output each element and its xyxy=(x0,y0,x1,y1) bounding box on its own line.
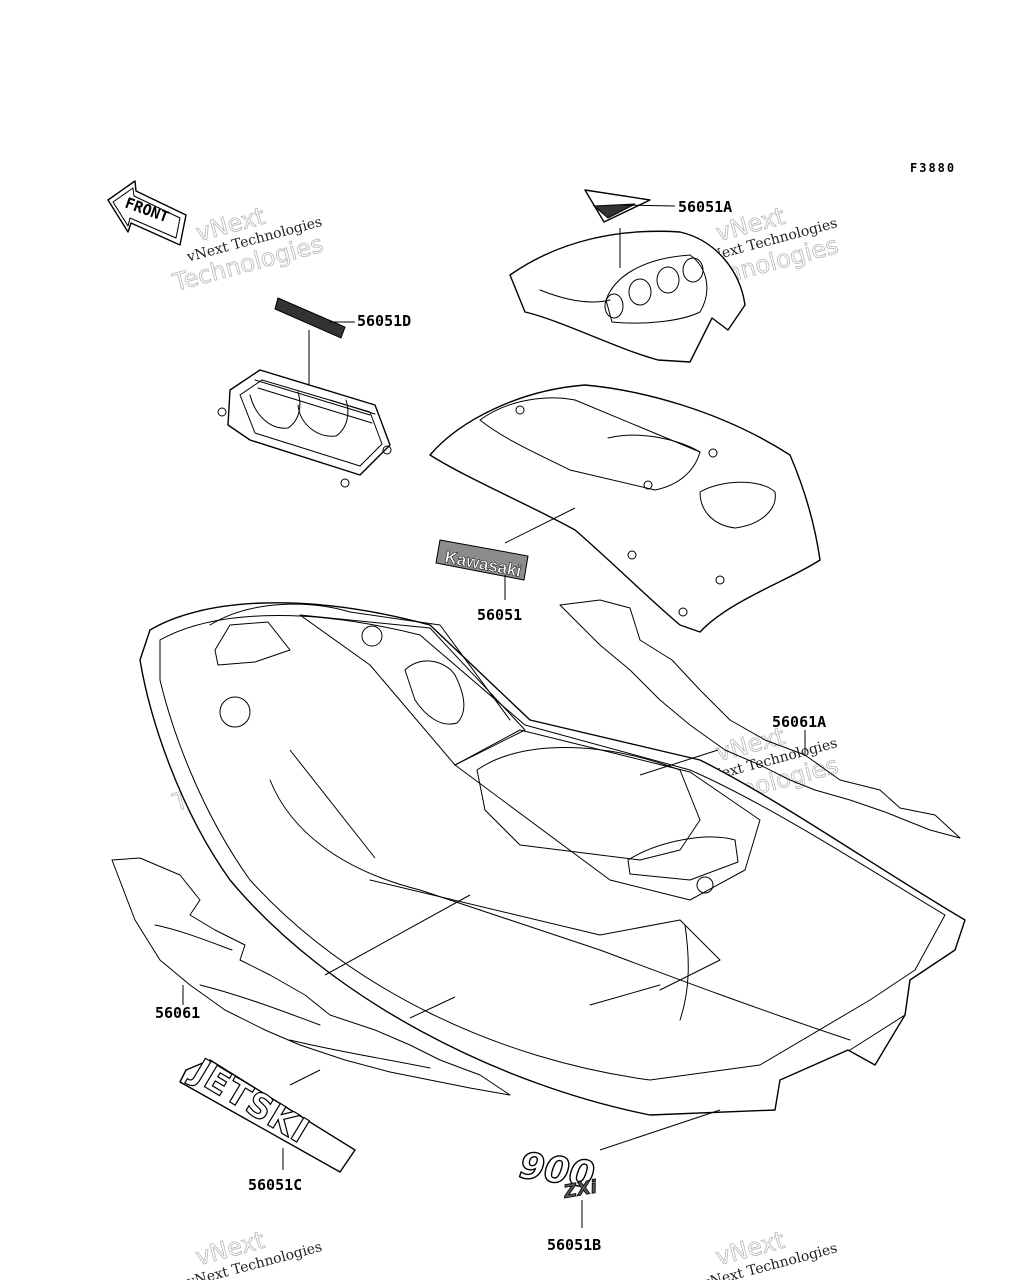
watermark-top-left: vNext vNext Technologies Technologies xyxy=(169,202,327,298)
model-number-text: 900 xyxy=(517,1145,597,1196)
decal-56061 xyxy=(111,857,511,1096)
decal-jetski: JETSKI xyxy=(179,1050,356,1173)
instrument-cover xyxy=(509,228,746,363)
figure-code: F3880 xyxy=(910,161,956,175)
seat-deck xyxy=(429,384,821,633)
decal-kawasaki: Kawasaki xyxy=(435,539,529,600)
watermark-bottom-right: vNext vNext Technologies xyxy=(700,1226,839,1280)
label-56051: 56051 xyxy=(477,606,522,624)
decal-900zxi: 900 ZXi xyxy=(516,1145,600,1228)
decal-56061a xyxy=(559,599,961,839)
front-arrow-icon: FRONT xyxy=(107,180,187,246)
label-56061: 56061 xyxy=(155,1004,200,1022)
hull xyxy=(139,602,966,1151)
label-56051d: 56051D xyxy=(357,312,411,330)
label-56051b: 56051B xyxy=(547,1236,601,1254)
engine-cover xyxy=(217,369,392,488)
decal-56051a xyxy=(584,189,676,223)
label-56051c: 56051C xyxy=(248,1176,302,1194)
label-56051a: 56051A xyxy=(678,198,732,216)
label-56061a: 56061A xyxy=(772,713,826,731)
watermark-bottom-left: vNext vNext Technologies xyxy=(184,1226,323,1280)
jetski-text: JETSKI xyxy=(184,1050,317,1152)
